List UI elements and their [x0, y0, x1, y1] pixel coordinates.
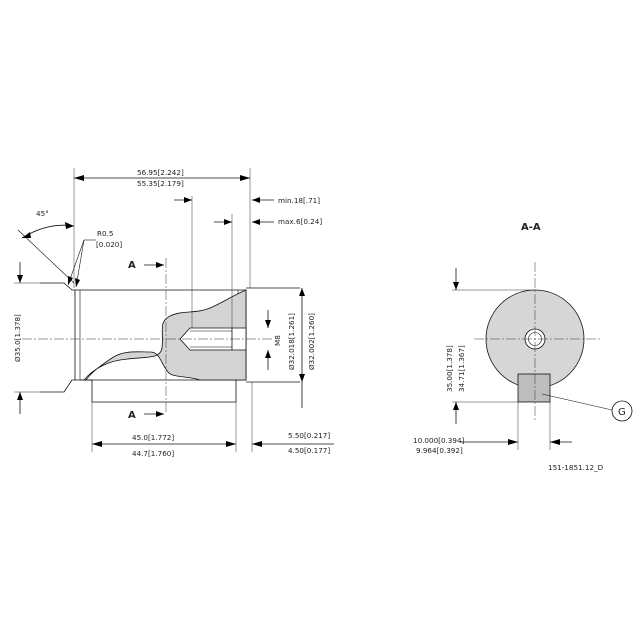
dim-min-depth: min.18[.71]: [278, 196, 320, 205]
section-title: A-A: [521, 222, 541, 233]
section-mark-top: A: [128, 260, 136, 271]
dim-radius: R0.5: [97, 229, 113, 238]
dim-key-length-max: 45.0[1.772]: [132, 433, 174, 442]
partial-section: [83, 289, 247, 381]
dim-end-max: 5.50[0.217]: [288, 431, 330, 440]
dim-radius-in: [0.020]: [96, 240, 122, 249]
callout-bubble: [611, 400, 633, 422]
tapped-hole: [179, 327, 247, 351]
dim-length-max: 56.95[2.242]: [137, 168, 184, 177]
section-view: A-A 35.00[1.378] 34.71[1.367] 10.000[0.3…: [413, 222, 633, 472]
dim-height-min: 34.71[1.367]: [457, 345, 466, 392]
dim-angle: 45°: [36, 209, 49, 218]
side-view: A A 56.95[2.242] 55.35[2.179] min.18[.71…: [13, 168, 334, 458]
dim-key-length-min: 44.7[1.760]: [132, 449, 174, 458]
dim-height-max: 35.00[1.378]: [445, 345, 454, 392]
drawing-number: 151-1851.12_D: [548, 463, 604, 472]
dim-key-width-max: 10.000[0.394]: [413, 436, 465, 445]
section-mark-bottom: A: [128, 410, 136, 421]
dim-thread: M8: [273, 335, 282, 346]
key: [517, 373, 551, 403]
dim-center-bore: Ø32.018[1.261]: [287, 313, 296, 370]
dim-length-min: 55.35[2.179]: [137, 179, 184, 188]
dim-shaft-diameter: Ø35.0[1.378]: [13, 314, 22, 362]
dim-max-depth: max.6[0.24]: [278, 217, 322, 226]
dim-end-min: 4.50[0.177]: [288, 446, 330, 455]
dim-center-bore-2: Ø32.002[1.260]: [307, 313, 316, 370]
callout-label: G: [618, 407, 626, 418]
dim-key-width-min: 9.964[0.392]: [416, 446, 463, 455]
